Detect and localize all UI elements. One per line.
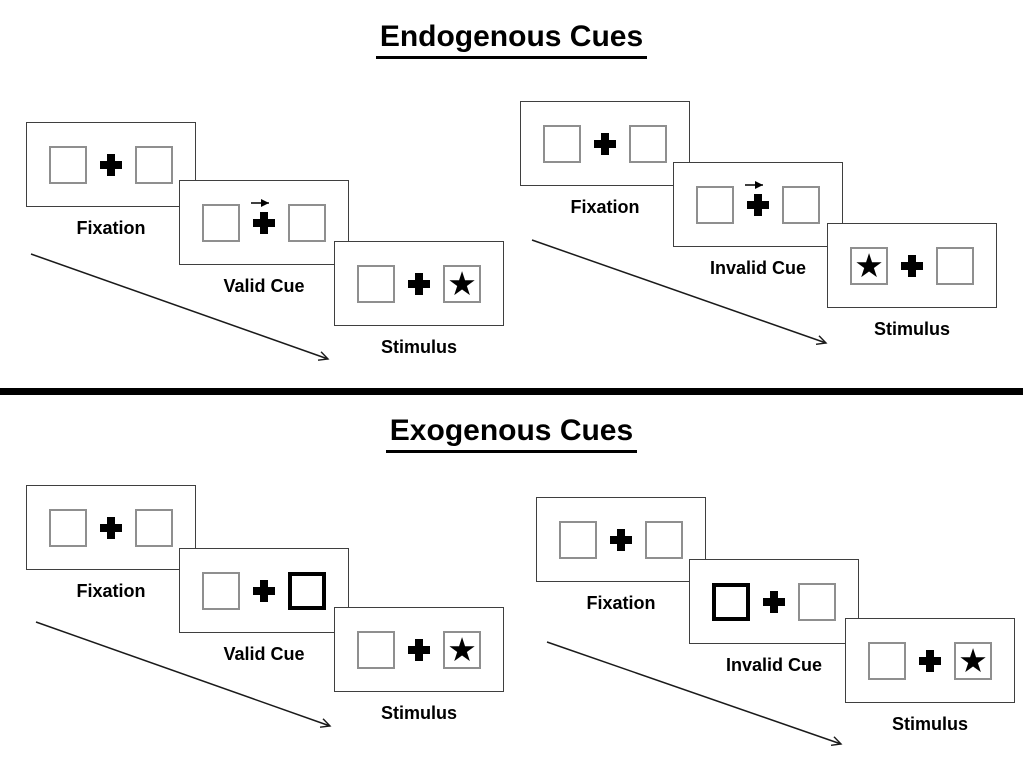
stimulus-panel: ★ Stimulus	[334, 241, 504, 358]
fixation-panel: Fixation	[26, 122, 196, 239]
valid-cue-panel: Valid Cue	[179, 180, 349, 297]
fixation-cross-wrap	[594, 132, 616, 155]
left-box	[357, 264, 395, 303]
fixation-cross-icon	[253, 211, 275, 234]
panel-label: Fixation	[76, 581, 146, 601]
section-title-exogenous: Exogenous Cues	[0, 414, 1023, 453]
panel-label: Stimulus	[873, 319, 950, 339]
panel-label: Stimulus	[380, 337, 457, 357]
fixation-cross-icon	[763, 590, 785, 613]
right-box-star: ★	[443, 264, 481, 303]
stimulus-panel: ★ Stimulus	[334, 607, 504, 724]
stimulus-screen: ★	[827, 223, 997, 308]
fixation-panel: Fixation	[26, 485, 196, 602]
stimulus-panel: ★ Stimulus	[845, 618, 1015, 735]
cue-arrow-icon	[251, 198, 269, 207]
cue-screen	[673, 162, 843, 247]
fixation-screen	[26, 485, 196, 570]
panel-label: Fixation	[570, 197, 640, 217]
fixation-cross-icon	[747, 193, 769, 216]
fixation-cross-wrap	[763, 590, 785, 613]
panel-label: Stimulus	[891, 714, 968, 734]
right-box	[645, 520, 683, 559]
right-box-star: ★	[954, 641, 992, 680]
fixation-cross-wrap	[100, 153, 122, 176]
stimulus-screen: ★	[845, 618, 1015, 703]
timeline-arrow-icon	[35, 621, 341, 734]
invalid-cue-panel: Invalid Cue	[689, 559, 859, 676]
left-box-star: ★	[850, 246, 888, 285]
fixation-cross-icon	[100, 153, 122, 176]
panel-label: Invalid Cue	[709, 258, 807, 278]
fixation-screen	[520, 101, 690, 186]
fixation-panel: Fixation	[520, 101, 690, 218]
fixation-cross-icon	[408, 272, 430, 295]
section-divider	[0, 388, 1023, 395]
panel-label: Fixation	[76, 218, 146, 238]
right-box-highlight-cue	[288, 571, 326, 610]
right-box	[288, 203, 326, 242]
left-box	[49, 508, 87, 547]
fixation-cross-wrap	[251, 198, 275, 234]
cue-screen	[179, 180, 349, 265]
right-box	[135, 508, 173, 547]
fixation-cross-wrap	[100, 516, 122, 539]
right-box-star: ★	[443, 630, 481, 669]
right-box	[936, 246, 974, 285]
left-box	[559, 520, 597, 559]
fixation-panel: Fixation	[536, 497, 706, 614]
timeline-arrow-icon	[546, 641, 852, 752]
fixation-cross-wrap	[919, 649, 941, 672]
left-box	[202, 203, 240, 242]
panel-label: Invalid Cue	[725, 655, 823, 675]
fixation-cross-icon	[901, 254, 923, 277]
fixation-cross-icon	[100, 516, 122, 539]
fixation-cross-wrap	[253, 579, 275, 602]
panel-label: Stimulus	[380, 703, 457, 723]
fixation-cross-wrap	[610, 528, 632, 551]
cue-screen	[179, 548, 349, 633]
invalid-cue-panel: Invalid Cue	[673, 162, 843, 279]
valid-cue-panel: Valid Cue	[179, 548, 349, 665]
fixation-cross-icon	[253, 579, 275, 602]
timeline-arrow-icon	[531, 239, 837, 351]
fixation-cross-icon	[919, 649, 941, 672]
left-box	[696, 185, 734, 224]
left-box	[868, 641, 906, 680]
panel-label: Valid Cue	[223, 644, 305, 664]
stimulus-panel: ★ Stimulus	[827, 223, 997, 340]
fixation-cross-wrap	[745, 180, 769, 216]
fixation-screen	[26, 122, 196, 207]
fixation-cross-wrap	[408, 272, 430, 295]
fixation-screen	[536, 497, 706, 582]
panel-label: Fixation	[586, 593, 656, 613]
left-box	[357, 630, 395, 669]
fixation-cross-icon	[594, 132, 616, 155]
left-box-highlight-cue	[712, 582, 750, 621]
left-box	[49, 145, 87, 184]
stimulus-screen: ★	[334, 241, 504, 326]
fixation-cross-wrap	[408, 638, 430, 661]
left-box	[202, 571, 240, 610]
fixation-cross-icon	[610, 528, 632, 551]
section-title-text: Endogenous Cues	[375, 20, 648, 59]
right-box	[798, 582, 836, 621]
right-box	[135, 145, 173, 184]
fixation-cross-icon	[408, 638, 430, 661]
cue-screen	[689, 559, 859, 644]
right-box	[629, 124, 667, 163]
timeline-arrow-icon	[30, 253, 340, 368]
stimulus-screen: ★	[334, 607, 504, 692]
panel-label: Valid Cue	[223, 276, 305, 296]
right-box	[782, 185, 820, 224]
fixation-cross-wrap	[901, 254, 923, 277]
cue-arrow-icon	[745, 180, 763, 189]
section-title-endogenous: Endogenous Cues	[0, 20, 1023, 59]
left-box	[543, 124, 581, 163]
section-title-text: Exogenous Cues	[385, 414, 638, 453]
